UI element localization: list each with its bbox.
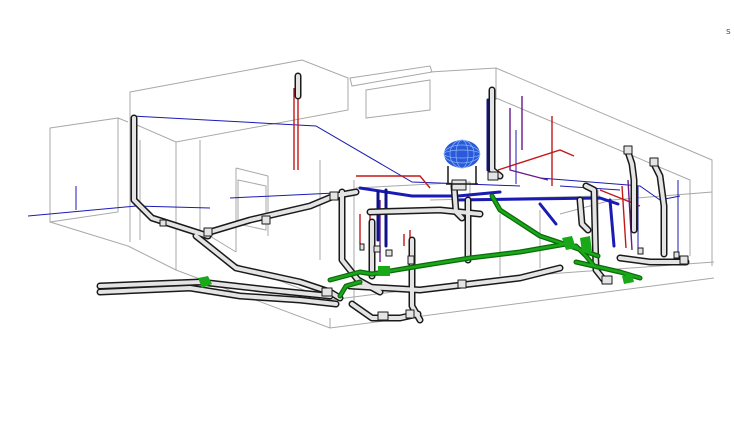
fixture-connector [407,255,415,265]
fitting [487,171,499,181]
pipe-core-layer [98,74,688,322]
fitting [405,309,415,319]
pipe-fittings [159,145,689,321]
fixture-connectors [359,243,680,265]
fitting [329,191,339,201]
tank-support [446,166,478,185]
fixture-connector [673,251,680,259]
center-window [237,179,267,231]
cold-main-right [454,196,620,206]
fitting [377,311,389,321]
right-block-roof [429,67,713,215]
fitting [601,275,613,285]
green-fitting-center [562,236,576,250]
green-fitting-right [580,236,592,252]
fitting [451,179,467,191]
floor-plate-front [127,245,715,329]
cold-main-run [358,186,502,198]
fitting [679,255,689,265]
back-raised-block [349,65,433,119]
center-wall-b [235,167,269,252]
cold-main-drop-c [608,198,616,248]
hot-run-upper [497,149,575,171]
drain-pipe-network [96,72,690,324]
fitting [203,227,213,237]
right-block-edge [495,68,713,266]
tank-body [444,140,480,168]
water-tank [443,139,481,185]
hot-run-center [356,175,431,189]
green-fitting-mid [378,266,390,276]
fixture-connector [385,249,393,257]
fitting [321,287,333,297]
cold-line-right [539,177,681,201]
cold-line-left-run [27,205,211,217]
main-block-roof [129,59,349,143]
main-block-inner-wall [139,140,237,253]
fitting [261,215,271,225]
left-annex-wall [49,117,129,247]
fitting [649,157,659,167]
cold-water-main [358,98,620,248]
vent-riser-c [627,179,633,251]
green-fitting-front-right [622,274,634,284]
green-core-layer [328,194,642,298]
vent-riser-a [509,108,549,181]
corner-mark: s [726,27,731,37]
fixture-connector [373,245,381,253]
fitting [457,279,467,289]
drain-pipe-left-riser [130,114,212,240]
fixture-connector [359,243,365,251]
fixture-connector [637,247,644,255]
main-block-front-left [129,92,177,270]
green-fitting-front-left [198,276,212,288]
green-drainage-lines [198,193,643,299]
hot-water-lines [293,88,665,249]
fitting [623,145,633,155]
fitting [159,219,167,227]
hot-riser-left [293,88,299,170]
cold-main-drop-d [538,202,558,226]
center-wall-e [499,210,541,276]
green-fittings [198,236,634,288]
tank-mesh [443,139,481,169]
